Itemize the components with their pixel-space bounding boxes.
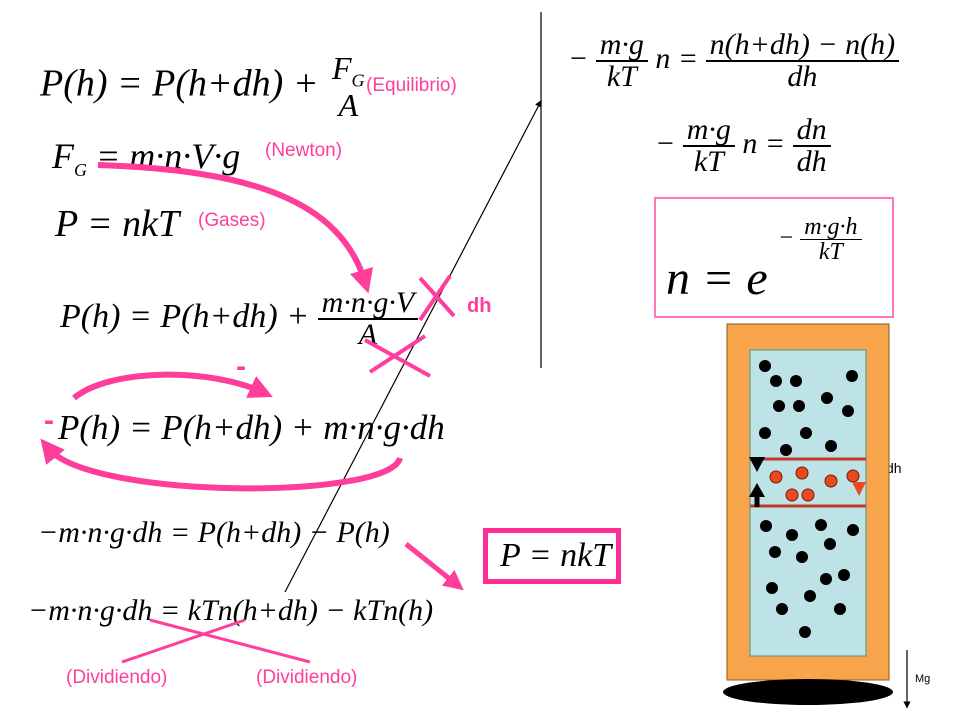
dh-note: dh: [467, 295, 492, 317]
gas-column: [749, 349, 867, 657]
label-mg: Mg: [915, 673, 931, 685]
dividiendo-cross-1: [121, 618, 246, 664]
newton-substitution-arrow: [97, 162, 373, 294]
minus-sign-left: -: [44, 404, 54, 437]
gas-law-equation: P = nkT: [55, 203, 180, 245]
pressure-difference-equation: P(h) = P(h+dh) + m·n·g·dh: [58, 408, 445, 447]
substituted-ideal-gas-equation: −m·n·g·dh = kTn(h+dh) − kTn(h): [28, 594, 434, 627]
pressure-up-arrow: [749, 483, 765, 497]
base-shadow: [723, 679, 893, 705]
gases-note: (Gases): [198, 210, 266, 231]
dividiendo-left-note: (Dividiendo): [66, 667, 168, 688]
boxed-gas-law: P = nkT: [483, 528, 621, 584]
cancel-v-stroke-1: [418, 274, 452, 322]
rearranged-equation: −m·n·g·dh = P(h+dh) − P(h): [38, 516, 390, 549]
newton-note: (Newton): [265, 140, 343, 161]
cancel-a-stroke-1: [364, 338, 431, 378]
substitute-nkt-arrow: [404, 542, 464, 591]
pressure-down-arrow: [749, 457, 765, 472]
long-reference-arrow: [284, 99, 542, 593]
gas-particles: [759, 360, 859, 638]
equilibrium-lhs: P(h) = P(h+dh) +: [40, 62, 328, 105]
dividiendo-cross-2: [149, 618, 311, 664]
cancel-a-stroke-2: [368, 334, 427, 374]
dividiendo-right-note: (Dividiendo): [256, 667, 358, 688]
move-term-arc-top: [72, 371, 273, 401]
layer-particles: [769, 466, 860, 502]
minus-sign-top: -: [236, 350, 246, 383]
equilibrium-note: (Equilibrio): [366, 75, 457, 96]
weight-down-arrow: [852, 482, 866, 496]
move-term-arc-bottom: [40, 438, 403, 492]
cancel-v-stroke-2: [418, 276, 456, 318]
barometric-result: n = e: [666, 252, 768, 305]
